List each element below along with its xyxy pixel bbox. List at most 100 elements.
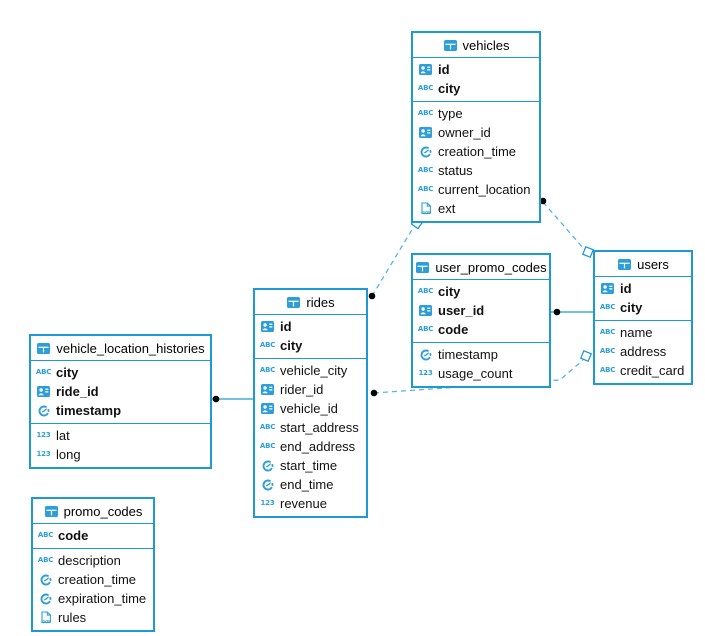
column-label: timestamp [56,403,122,418]
column-row[interactable]: timestamp [413,345,549,364]
column-label: vehicle_id [280,401,338,416]
timestamp-icon [418,349,433,361]
column-row[interactable]: ABC code [33,526,153,545]
column-label: rider_id [280,382,324,397]
column-label: id [620,281,632,296]
uuid-icon [418,64,433,75]
column-row[interactable]: id [595,279,691,298]
column-row[interactable]: ABC vehicle_city [255,361,366,380]
column-label: end_time [280,477,334,492]
table-header[interactable]: users [595,252,691,277]
primary-key-section: ABC code [33,524,153,548]
column-row[interactable]: start_time [255,456,366,475]
column-row[interactable]: owner_id [413,123,539,142]
table-icon [415,261,430,273]
uuid-icon [260,384,275,395]
table-name: vehicles [462,37,510,53]
table-icon [617,258,632,270]
column-label: revenue [280,496,327,511]
column-label: code [438,322,469,337]
timestamp-icon [418,146,433,158]
column-row[interactable]: end_time [255,475,366,494]
column-label: vehicle_city [280,363,348,378]
text-icon: ABC [599,347,616,355]
column-label: city [56,365,79,380]
column-label: city [438,284,461,299]
text-icon: ABC [599,366,616,374]
column-row[interactable]: ABC name [595,323,691,342]
column-label: creation_time [438,144,517,159]
column-row[interactable]: id [413,60,539,79]
column-label: end_address [280,439,356,454]
column-row[interactable]: vehicle_id [255,399,366,418]
column-row[interactable]: expiration_time [33,589,153,608]
json-icon: JSON [418,202,433,215]
column-row[interactable]: ABC code [413,320,549,339]
column-row[interactable]: id [255,317,366,336]
timestamp-icon [38,574,53,586]
column-label: usage_count [438,366,513,381]
relation-dot [212,395,220,403]
uuid-icon [260,321,275,332]
relation-dot [539,197,547,205]
relation-vehicle_location_histories-rides[interactable] [212,395,253,403]
table-header[interactable]: user_promo_codes [413,255,549,280]
text-icon: ABC [599,328,616,336]
table-icon [36,342,51,354]
text-icon: ABC [417,185,434,193]
column-row[interactable]: creation_time [33,570,153,589]
table-name: users [637,256,669,272]
column-row[interactable]: timestamp [31,401,210,420]
text-icon: ABC [259,442,276,450]
column-row[interactable]: ABC end_address [255,437,366,456]
relation-user_promo_codes-users[interactable] [551,308,593,316]
column-label: name [620,325,653,340]
column-label: city [438,81,461,96]
relation-rides-users[interactable] [370,349,593,397]
column-row[interactable]: rider_id [255,380,366,399]
column-row[interactable]: user_id [413,301,549,320]
table-header[interactable]: vehicles [413,33,539,58]
relation-vehicles-users[interactable] [539,197,595,259]
text-icon: ABC [417,325,434,333]
column-row[interactable]: ride_id [31,382,210,401]
column-label: expiration_time [58,591,147,606]
column-label: code [58,528,89,543]
table-header[interactable]: promo_codes [33,499,153,524]
column-row[interactable]: creation_time [413,142,539,161]
text-icon: ABC [37,531,54,539]
table-header[interactable]: vehicle_location_histories [31,336,210,361]
table-header[interactable]: rides [255,290,366,315]
text-icon: ABC [259,366,276,374]
column-label: city [280,338,303,353]
